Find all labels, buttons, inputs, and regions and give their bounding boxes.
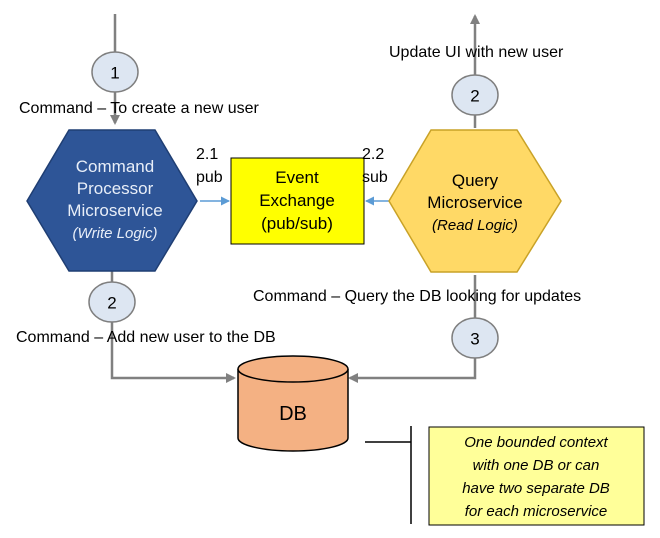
event-exchange-box — [230, 157, 365, 245]
step-badge-1-circle — [91, 51, 139, 93]
label-sub-number: 2.2 — [362, 146, 384, 163]
command-processor-microservice: Command Processor Microservice (Write Lo… — [26, 129, 198, 272]
event-exchange-line3: (pub/sub) — [261, 214, 333, 233]
step-badge-2-right: 2 — [451, 74, 499, 116]
step-badge-2-left-circle — [88, 281, 136, 323]
database-top — [237, 355, 349, 383]
step-badge-2-right-number: 2 — [470, 87, 479, 106]
query-microservice-line1: Query — [452, 171, 499, 190]
note-line4: for each microservice — [465, 503, 608, 520]
step-badge-3-circle — [451, 317, 499, 359]
note-box — [428, 426, 645, 526]
note-line3: have two separate DB — [462, 480, 610, 497]
database-label: DB — [279, 403, 307, 425]
event-exchange-line2: Exchange — [259, 191, 335, 210]
step-badge-2-left-number: 2 — [107, 294, 116, 313]
connector-query-service-to-db — [348, 275, 477, 383]
label-update-ui: Update UI with new user — [389, 44, 564, 61]
label-add-user-db: Command – Add new user to the DB — [16, 329, 276, 346]
database-body — [237, 369, 349, 452]
step-badge-3: 3 — [451, 317, 499, 359]
connector-command-processor-to-db — [110, 270, 236, 383]
database: DB — [237, 355, 349, 452]
label-pub: pub — [196, 169, 223, 186]
command-processor-line2: Processor — [77, 179, 154, 198]
step-badge-3-number: 3 — [470, 330, 479, 349]
step-badge-1-number: 1 — [110, 64, 119, 83]
note-line1: One bounded context — [464, 434, 608, 451]
step-badge-1: 1 — [91, 51, 139, 93]
step-badge-2-left: 2 — [88, 281, 136, 323]
label-query-db: Command – Query the DB looking for updat… — [253, 288, 581, 305]
step-badge-2-right-circle — [451, 74, 499, 116]
query-microservice: Query Microservice (Read Logic) — [388, 129, 562, 273]
command-processor-line1: Command — [76, 157, 154, 176]
event-exchange: Event Exchange (pub/sub) — [230, 157, 365, 245]
note-line2: with one DB or can — [473, 457, 600, 474]
label-pub-number: 2.1 — [196, 146, 218, 163]
query-microservice-hexagon — [388, 129, 562, 273]
query-microservice-line2: Microservice — [427, 193, 522, 212]
label-create-user: Command – To create a new user — [19, 100, 260, 117]
label-sub: sub — [362, 169, 388, 186]
command-processor-hexagon — [26, 129, 198, 272]
note-callout: One bounded context with one DB or can h… — [365, 426, 645, 526]
query-microservice-role: (Read Logic) — [432, 217, 518, 234]
command-processor-role: (Write Logic) — [72, 225, 157, 242]
command-processor-line3: Microservice — [67, 201, 162, 220]
event-exchange-line1: Event — [275, 168, 319, 187]
